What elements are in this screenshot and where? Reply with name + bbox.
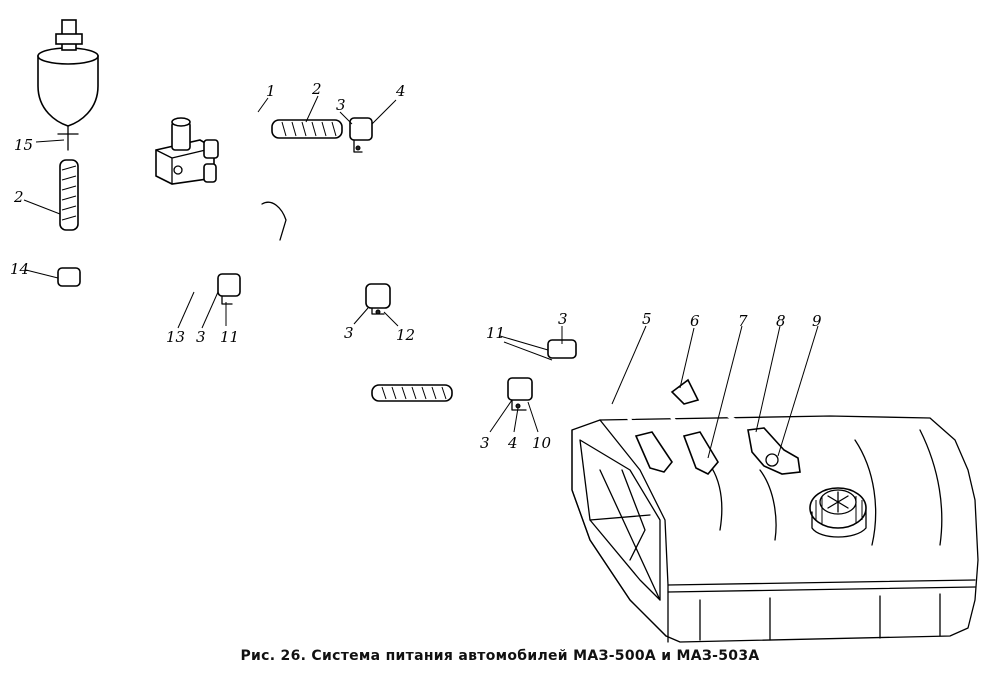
hose-middle xyxy=(371,384,453,402)
leader-lines xyxy=(23,95,819,459)
clamp-mid xyxy=(365,283,391,315)
hose-top xyxy=(271,119,343,139)
callout-labels: 1 2 3 4 15 2 14 13 3 11 3 12 11 3 3 4 10… xyxy=(10,80,822,452)
callout-9: 9 xyxy=(812,312,822,330)
figure-caption: Рис. 26. Система питания автомобилей МАЗ… xyxy=(240,648,760,664)
callout-4-top: 4 xyxy=(395,82,406,100)
callout-3-clamp: 3 xyxy=(344,324,354,342)
callout-7: 7 xyxy=(738,312,748,330)
tank-fittings xyxy=(634,378,801,475)
callout-6: 6 xyxy=(690,312,700,330)
callout-12: 12 xyxy=(396,326,415,344)
clamp-low xyxy=(507,377,533,411)
fuel-filter xyxy=(37,19,99,151)
callout-3-low: 3 xyxy=(480,434,490,452)
clamp-top xyxy=(349,117,373,153)
callout-11-mid: 11 xyxy=(220,328,239,346)
callout-4-low: 4 xyxy=(507,434,518,452)
callout-10: 10 xyxy=(532,434,552,452)
callout-1: 1 xyxy=(266,82,276,100)
callout-2-top: 2 xyxy=(311,80,322,98)
callout-3-right: 3 xyxy=(558,310,568,328)
callout-11-right: 11 xyxy=(486,324,505,342)
callout-2-left: 2 xyxy=(13,188,24,206)
callout-5: 5 xyxy=(642,310,652,328)
clamp-mid-left xyxy=(217,273,241,305)
callout-3-mid: 3 xyxy=(196,328,206,346)
wire xyxy=(261,201,287,241)
fuel-pump-block xyxy=(155,117,219,185)
fuel-pipes xyxy=(21,38,754,442)
callout-13: 13 xyxy=(166,328,185,346)
tank-filler-cap xyxy=(809,487,867,538)
hose-left xyxy=(57,159,81,287)
callout-15: 15 xyxy=(14,136,33,154)
clamps xyxy=(217,117,577,411)
callout-8: 8 xyxy=(776,312,786,330)
callout-3-top: 3 xyxy=(336,96,346,114)
callout-14: 14 xyxy=(10,260,29,278)
fuel-tank xyxy=(571,415,979,643)
